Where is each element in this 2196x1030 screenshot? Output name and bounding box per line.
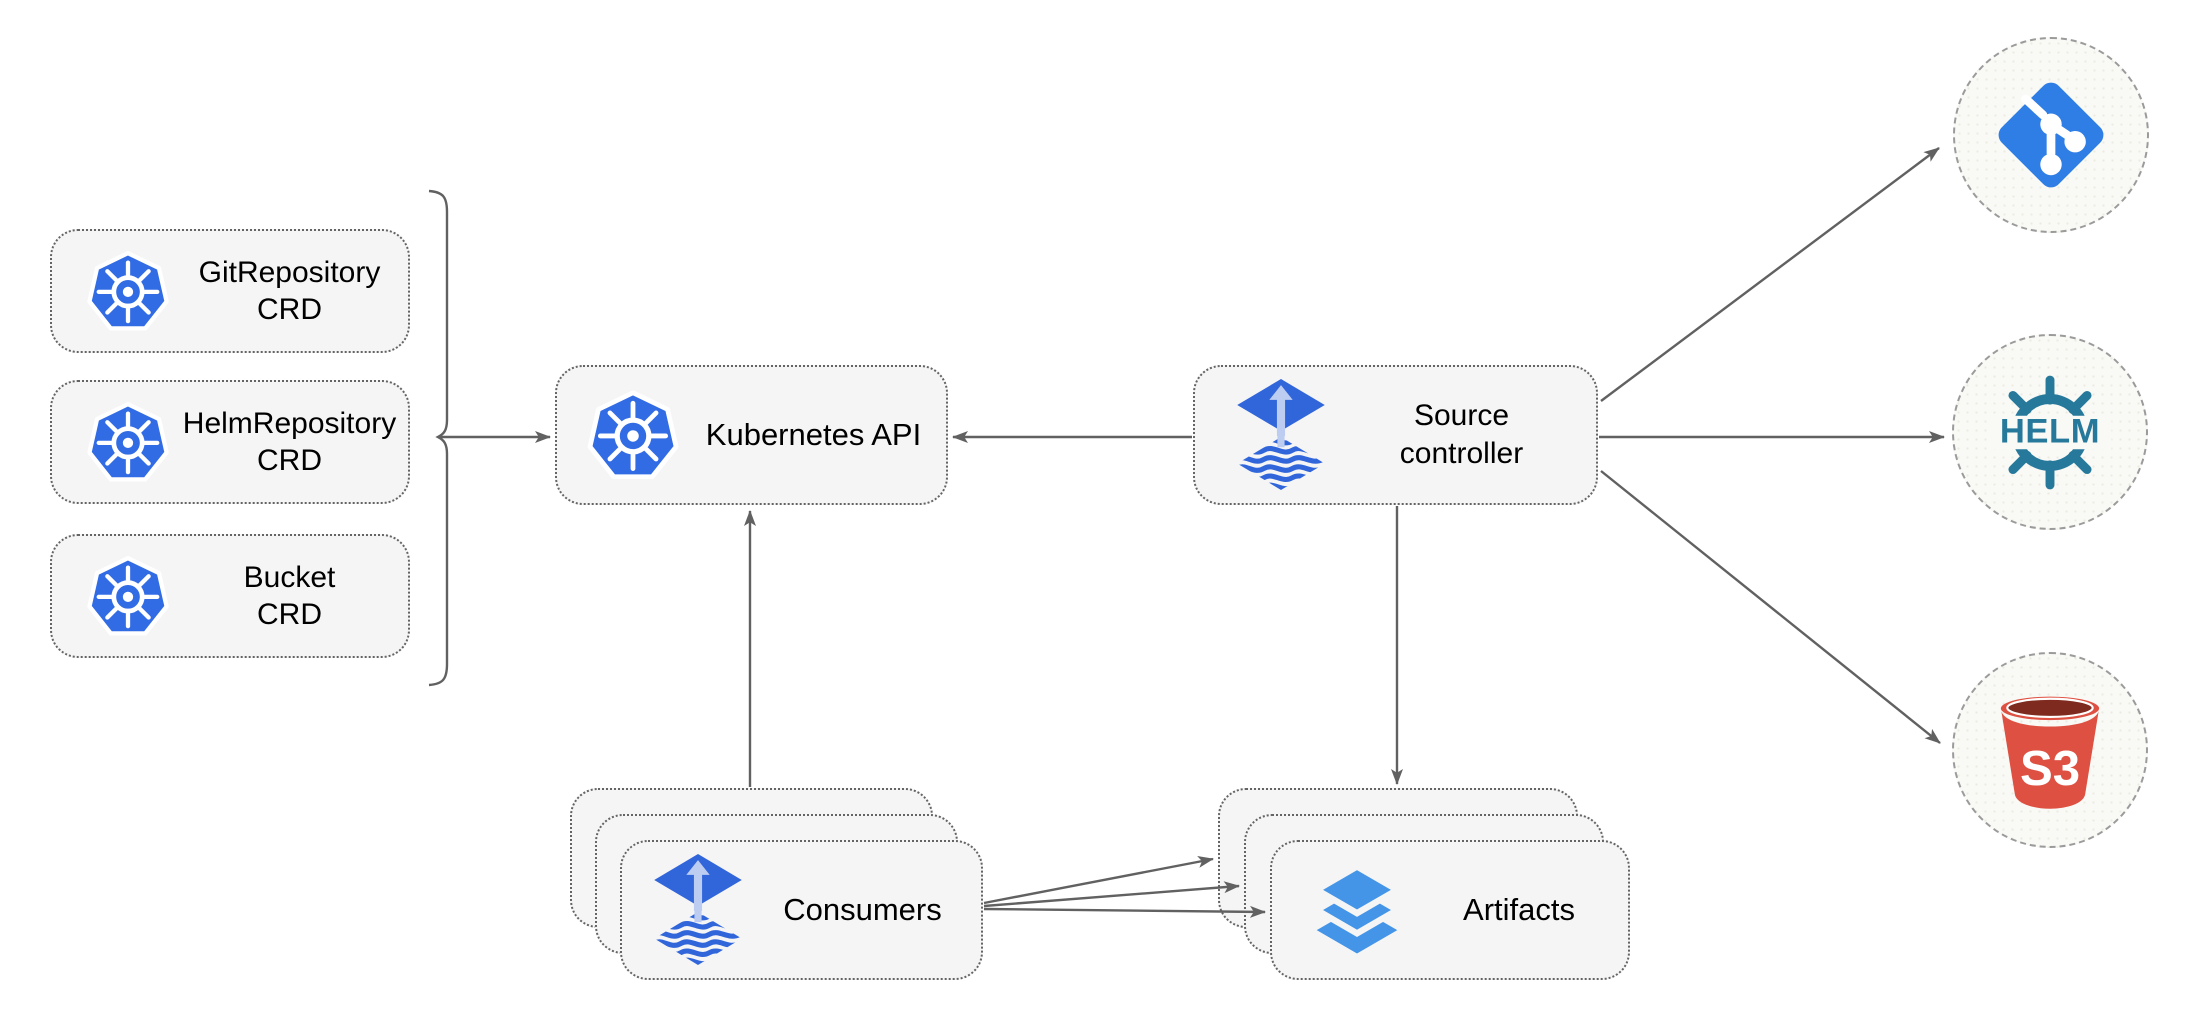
node-label: HelmRepository CRD [182, 407, 397, 477]
arrow-source-controller-to-git [1600, 147, 1940, 402]
crd-group-bracket [428, 189, 449, 687]
node-bucket-crd: Bucket CRD [50, 534, 410, 658]
node-label: Bucket CRD [243, 561, 336, 631]
kubernetes-icon [585, 387, 681, 483]
layers-icon [1310, 862, 1404, 954]
node-label: Source controller [1399, 399, 1524, 470]
node-label: Kubernetes API [705, 417, 922, 452]
node-consumers: Consumers [620, 840, 983, 980]
kubernetes-icon [85, 248, 171, 334]
node-helmrepository-crd: HelmRepository CRD [50, 380, 410, 504]
git-icon [1998, 82, 2104, 188]
helm-icon: HELM [1988, 375, 2112, 489]
node-source-controller: Source controller [1193, 365, 1598, 505]
node-artifacts: Artifacts [1270, 840, 1630, 980]
endpoint-helm: HELM [1952, 334, 2148, 530]
s3-bucket-icon: S3 [2000, 696, 2100, 809]
arrow-consumers-to-artifacts-1 [983, 855, 1214, 905]
s3-label: S3 [2020, 742, 2080, 796]
flux-icon [652, 853, 744, 967]
endpoint-git [1953, 37, 2149, 233]
node-label: GitRepository CRD [198, 256, 381, 326]
node-kubernetes-api: Kubernetes API [555, 365, 948, 505]
kubernetes-icon [85, 399, 171, 485]
kubernetes-icon [85, 553, 171, 639]
node-label: Artifacts [1463, 892, 1575, 927]
flux-icon [1235, 378, 1327, 492]
arrow-source-controller-to-s3 [1600, 470, 1941, 744]
helm-label: HELM [2000, 412, 2100, 450]
node-label: Consumers [783, 892, 942, 927]
node-gitrepository-crd: GitRepository CRD [50, 229, 410, 353]
arrow-consumers-to-artifacts-2 [983, 881, 1240, 908]
endpoint-s3: S3 [1952, 652, 2148, 848]
